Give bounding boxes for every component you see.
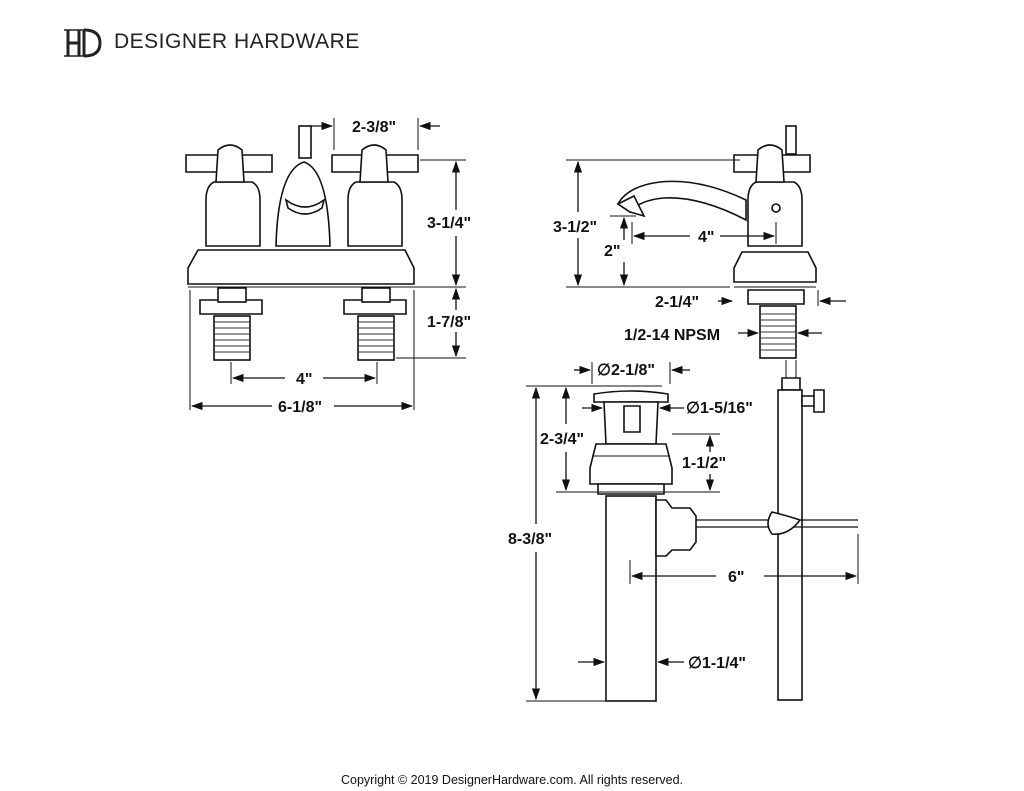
dim-flange-diameter: ∅2-1/8" [597,362,655,379]
deck-plate [187,249,415,285]
right-shank [343,287,407,361]
spout [275,161,331,247]
dim-thread-spec: 1/2-14 NPSM [624,327,720,344]
left-handle-body [205,181,261,247]
dim-overall-width: 6-1/8" [278,399,322,416]
dim-rod-length: 6" [728,569,744,586]
dim-total-height: 3-1/2" [553,219,597,236]
side-view: 3-1/2" 2" 4" 2-1/4" 1/2-14 NPSM [553,125,846,359]
front-view: 2-3/8" 3-1/4" 1-7/8" 4" 6-1/8" [185,118,471,416]
brand-name: DESIGNER HARDWARE [114,30,360,53]
dim-base-depth: 2-1/4" [655,294,699,311]
clevis-strap [777,389,803,701]
copyright-notice: Copyright © 2019 DesignerHardware.com. A… [341,773,683,787]
dim-tailpiece-diameter: ∅1-1/4" [688,655,746,672]
dim-height-above-deck: 3-1/4" [427,215,471,232]
drain-body [589,443,673,485]
drain-flange [593,390,669,403]
side-base [733,251,817,283]
dim-center-spacing: 4" [296,371,312,388]
dim-spout-height: 2" [604,243,620,260]
designer-hardware-logo [64,28,102,58]
dim-body-height: 1-1/2" [682,455,726,472]
drain-view: ∅2-1/8" ∅1-5/16" 2-3/4" 1-1/2" 8-3/8" 6"… [508,360,859,702]
dim-flange-height: 2-3/4" [540,431,584,448]
dim-spout-reach: 4" [698,229,714,246]
dim-handle-spacing: 2-3/8" [352,119,396,136]
dim-stopper-diameter: ∅1-5/16" [686,400,753,417]
dim-total-length: 8-3/8" [508,531,552,548]
dim-shank-length: 1-7/8" [427,314,471,331]
left-shank [199,287,263,361]
pop-up-rod [298,125,312,159]
tailpiece [605,495,657,702]
right-handle-body [347,181,403,247]
lift-rod-clip [781,377,801,391]
side-handle-body [747,181,803,247]
pivot-rod-clip [767,511,802,536]
pivot-nut [655,499,697,557]
